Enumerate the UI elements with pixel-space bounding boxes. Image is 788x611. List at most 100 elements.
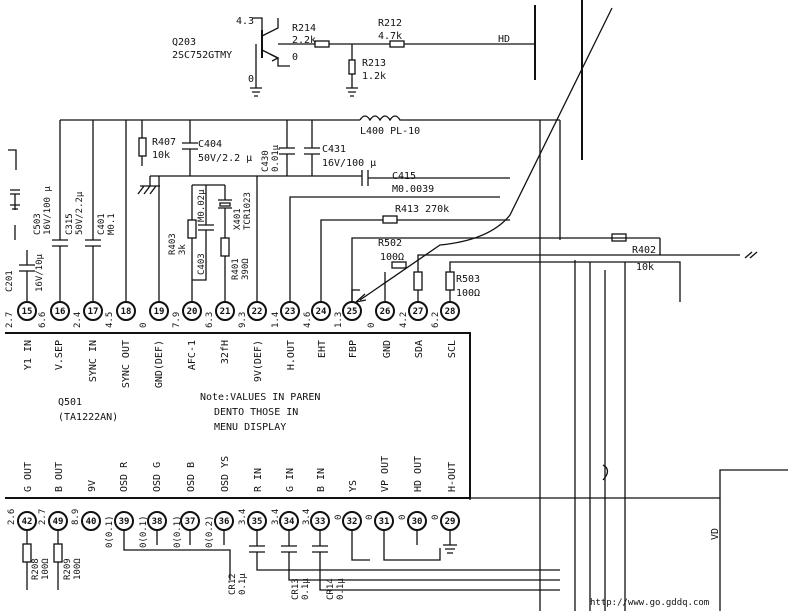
c503-label: C503 bbox=[33, 213, 43, 235]
pin-39-name: OSD R bbox=[119, 461, 130, 492]
pin-28-name: SCL bbox=[447, 340, 458, 358]
right-bus: VD bbox=[470, 0, 788, 611]
r502-label: R502 bbox=[378, 238, 402, 249]
bottom-network: R208 100Ω R209 100Ω CR12 0.1μ CR13 0.1μ … bbox=[22, 530, 560, 600]
pin-16-name: V.SEP bbox=[54, 340, 65, 370]
pin-42-voltage: 2.6 bbox=[7, 509, 17, 525]
pin-22-voltage: 9.3 bbox=[238, 312, 248, 328]
pin-36-voltage: 0(0.2) bbox=[205, 515, 215, 548]
r214-resistor bbox=[314, 40, 330, 48]
q203-base-voltage: 4.3 bbox=[236, 16, 254, 27]
pin-40-name: 9V bbox=[87, 480, 98, 492]
top-pin-voltages: 2.7 6.6 2.4 4.5 0 7.9 6.3 9.3 1.4 4.6 1.… bbox=[5, 312, 441, 328]
pin-15: 15 bbox=[17, 301, 37, 321]
pin-16-number: 16 bbox=[55, 307, 66, 317]
pin-26-number: 26 bbox=[380, 307, 391, 317]
x401-label: X401 bbox=[233, 208, 243, 230]
cr14-label: CR14 bbox=[326, 578, 336, 600]
pin-40: 40 bbox=[81, 511, 101, 531]
r214-value: 2.2k bbox=[292, 35, 316, 46]
pin-19-voltage: 0 bbox=[139, 323, 149, 328]
r214-label: R214 bbox=[292, 23, 316, 34]
bottom-pin-voltages: 2.6 2.7 8.9 0(0.1) 0(0.1) 0(0.1) 0(0.2) … bbox=[7, 509, 441, 548]
r407-label: R407 bbox=[152, 137, 176, 148]
diagonal-trace bbox=[359, 7, 613, 301]
pin-16-voltage: 6.6 bbox=[38, 312, 48, 328]
pin-30-voltage: 0 bbox=[398, 515, 408, 520]
pin-49-name: B OUT bbox=[54, 462, 65, 492]
pin-49-voltage: 2.7 bbox=[38, 509, 48, 525]
r213-resistor bbox=[348, 59, 356, 75]
r403-label: R403 bbox=[168, 233, 178, 255]
pin-25-voltage: 1.3 bbox=[334, 312, 344, 328]
c415-label: C415 bbox=[392, 171, 416, 182]
top-pin-names: Y1 IN V.SEP SYNC IN SYNC OUT GND(DEF) AF… bbox=[23, 340, 458, 388]
pin-29: 29 bbox=[440, 511, 460, 531]
pin-30-name: HD OUT bbox=[413, 456, 424, 492]
pin-23-name: H.OUT bbox=[286, 340, 297, 370]
pin-31: 31 bbox=[374, 511, 394, 531]
c401-label: C401 bbox=[97, 213, 107, 235]
pin-19-number: 19 bbox=[154, 307, 165, 317]
cr12-label: CR12 bbox=[228, 573, 238, 595]
pin-30-number: 30 bbox=[412, 517, 423, 527]
pin-27-number: 27 bbox=[413, 307, 424, 317]
pin-40-voltage: 8.9 bbox=[71, 509, 81, 525]
ic-q501-body: Q501 (TA1222AN) Note:VALUES IN PAREN DEN… bbox=[5, 332, 471, 499]
q203-circuit: 4.3 0 Q203 2SC752GTMY R214 2.2k 0 R212 4… bbox=[172, 5, 536, 97]
q203-emitter-voltage: 0 bbox=[248, 74, 254, 85]
cr12-value: 0.1μ bbox=[238, 573, 248, 595]
pin-29-voltage: 0 bbox=[431, 515, 441, 520]
r402-resistor bbox=[611, 233, 627, 242]
pin-29-name: H-OUT bbox=[447, 462, 458, 492]
hd-label: HD bbox=[498, 34, 510, 45]
pin-38: 38 bbox=[147, 511, 167, 531]
left-capacitors: C503 16V/100 μ C315 50V/2.2μ C401 M0.1 C… bbox=[5, 120, 117, 302]
c315-label: C315 bbox=[65, 213, 75, 235]
pin-33: 33 bbox=[310, 511, 330, 531]
pin-17: 17 bbox=[83, 301, 103, 321]
pin-35-voltage: 3.4 bbox=[238, 509, 248, 525]
cr13-value: 0.1μ bbox=[301, 578, 311, 600]
pin-21-name: 32fH bbox=[220, 340, 231, 364]
pin-33-name: B IN bbox=[316, 468, 327, 492]
pin-24-number: 24 bbox=[316, 307, 327, 317]
pin-31-name: VP OUT bbox=[380, 456, 391, 492]
pin-37: 37 bbox=[180, 511, 200, 531]
pin-37-name: OSD B bbox=[186, 462, 197, 492]
pin-34-number: 34 bbox=[284, 517, 295, 527]
r209-label: R209 bbox=[63, 558, 73, 580]
pin-40-number: 40 bbox=[86, 517, 97, 527]
r402-label: R402 bbox=[632, 245, 656, 256]
r413-label: R413 270k bbox=[395, 204, 449, 215]
pin-23-number: 23 bbox=[285, 307, 296, 317]
pin-20-name: AFC-1 bbox=[187, 340, 198, 370]
pin-22: 22 bbox=[247, 301, 267, 321]
r401-resistor bbox=[220, 237, 230, 257]
pin-32-name: YS bbox=[348, 480, 359, 492]
pin-38-voltage: 0(0.1) bbox=[139, 515, 149, 548]
pin-34-name: G IN bbox=[285, 468, 296, 492]
pin-21: 21 bbox=[215, 301, 235, 321]
pin-27: 27 bbox=[408, 301, 428, 321]
pin-37-voltage: 0(0.1) bbox=[173, 515, 183, 548]
c431-value: 16V/100 μ bbox=[322, 158, 376, 169]
bottom-pin-names: G OUT B OUT 9V OSD R OSD G OSD B OSD YS … bbox=[23, 456, 458, 492]
c430-label: C430 bbox=[261, 150, 271, 172]
r209-value: 100Ω bbox=[73, 558, 83, 580]
pin-18-voltage: 4.5 bbox=[105, 312, 115, 328]
vd-label: VD bbox=[710, 528, 721, 540]
pin-28: 28 bbox=[440, 301, 460, 321]
pin-18-name: SYNC OUT bbox=[121, 340, 132, 388]
ic-note-line-1: Note:VALUES IN PAREN bbox=[200, 392, 320, 403]
pin-21-number: 21 bbox=[220, 307, 231, 317]
pin-42: 42 bbox=[17, 511, 37, 531]
pin-39-voltage: 0(0.1) bbox=[105, 515, 115, 548]
supply-rail: L400 PL-10 R407 10k C404 50V/2.2 μ C430 … bbox=[60, 115, 560, 302]
pin-22-name: 9V(DEF) bbox=[253, 340, 264, 382]
r503-resistor-a bbox=[413, 271, 423, 291]
pin-25-number: 25 bbox=[347, 307, 358, 317]
pin-26: 26 bbox=[375, 301, 395, 321]
ic-note-line-3: MENU DISPLAY bbox=[214, 422, 286, 433]
x401-part: TCR1023 bbox=[243, 192, 253, 230]
